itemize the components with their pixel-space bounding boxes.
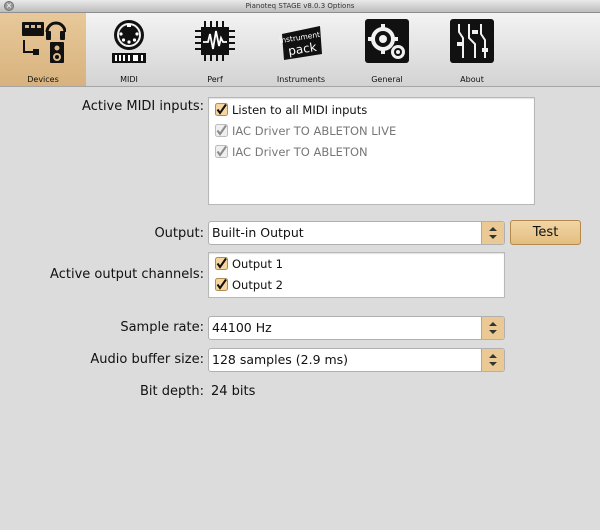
midi-input-item[interactable]: IAC Driver TO ABLETON LIVE <box>215 121 396 141</box>
tab-label: About <box>460 75 484 84</box>
midi-inputs-label: Active MIDI inputs: <box>82 99 204 114</box>
select-arrows-icon[interactable] <box>481 317 504 339</box>
checkbox-checked-disabled-icon[interactable] <box>215 124 228 137</box>
tab-about[interactable]: About <box>429 13 515 86</box>
tab-perf[interactable]: Perf <box>172 13 258 86</box>
tab-devices[interactable]: Devices <box>0 13 86 86</box>
output-channel-label: Output 1 <box>232 257 283 271</box>
checkbox-checked-disabled-icon[interactable] <box>215 145 228 158</box>
tab-midi[interactable]: MIDI <box>86 13 172 86</box>
midi-icon <box>112 20 146 63</box>
bit-depth-label: Bit depth: <box>140 384 204 399</box>
buffer-size-select[interactable]: 128 samples (2.9 ms) <box>208 348 505 372</box>
tab-general[interactable]: General <box>344 13 430 86</box>
tab-label: Devices <box>27 75 59 84</box>
select-arrows-icon[interactable] <box>481 349 504 371</box>
sample-rate-value: 44100 Hz <box>212 320 272 335</box>
toolbar: Devices MIDI <box>0 13 600 87</box>
output-channels-list[interactable]: Output 1 Output 2 <box>208 252 505 298</box>
about-icon <box>450 19 494 63</box>
tab-label: General <box>371 75 403 84</box>
tab-label: Instruments <box>276 75 326 84</box>
output-channels-label: Active output channels: <box>50 267 204 282</box>
general-icon <box>365 19 409 63</box>
sample-rate-label: Sample rate: <box>120 320 204 335</box>
output-select-value: Built-in Output <box>212 225 304 240</box>
buffer-size-label: Audio buffer size: <box>90 352 204 367</box>
output-label: Output: <box>154 226 204 241</box>
output-select[interactable]: Built-in Output <box>208 221 505 245</box>
instrument-pack-text-bottom: pack <box>287 40 317 58</box>
output-channel-item[interactable]: Output 2 <box>215 275 283 295</box>
buffer-size-value: 128 samples (2.9 ms) <box>212 352 349 367</box>
midi-input-item[interactable]: Listen to all MIDI inputs <box>215 100 367 120</box>
test-button[interactable]: Test <box>510 220 581 245</box>
instrument-pack-icon: instrument pack <box>279 26 322 60</box>
devices-icon <box>22 21 66 63</box>
midi-input-label: Listen to all MIDI inputs <box>232 103 368 117</box>
window-title: Pianoteq STAGE v8.0.3 Options <box>245 2 355 10</box>
title-bar: × Pianoteq STAGE v8.0.3 Options <box>0 0 600 13</box>
midi-input-label: IAC Driver TO ABLETON <box>232 145 368 159</box>
bit-depth-value: 24 bits <box>211 384 256 399</box>
sample-rate-select[interactable]: 44100 Hz <box>208 316 505 340</box>
output-channel-label: Output 2 <box>232 278 283 292</box>
checkbox-checked-icon[interactable] <box>215 257 228 270</box>
midi-input-item[interactable]: IAC Driver TO ABLETON <box>215 142 368 162</box>
output-channel-item[interactable]: Output 1 <box>215 254 283 274</box>
select-arrows-icon[interactable] <box>481 222 504 244</box>
close-icon[interactable]: × <box>4 1 14 11</box>
midi-input-label: IAC Driver TO ABLETON LIVE <box>232 124 397 138</box>
tab-label: MIDI <box>120 75 138 84</box>
midi-inputs-list[interactable]: Listen to all MIDI inputs IAC Driver TO … <box>208 97 535 205</box>
tab-instruments[interactable]: instrument pack Instruments <box>258 13 344 86</box>
perf-icon <box>195 21 235 61</box>
checkbox-checked-icon[interactable] <box>215 103 228 116</box>
checkbox-checked-icon[interactable] <box>215 278 228 291</box>
tab-label: Perf <box>207 75 223 84</box>
